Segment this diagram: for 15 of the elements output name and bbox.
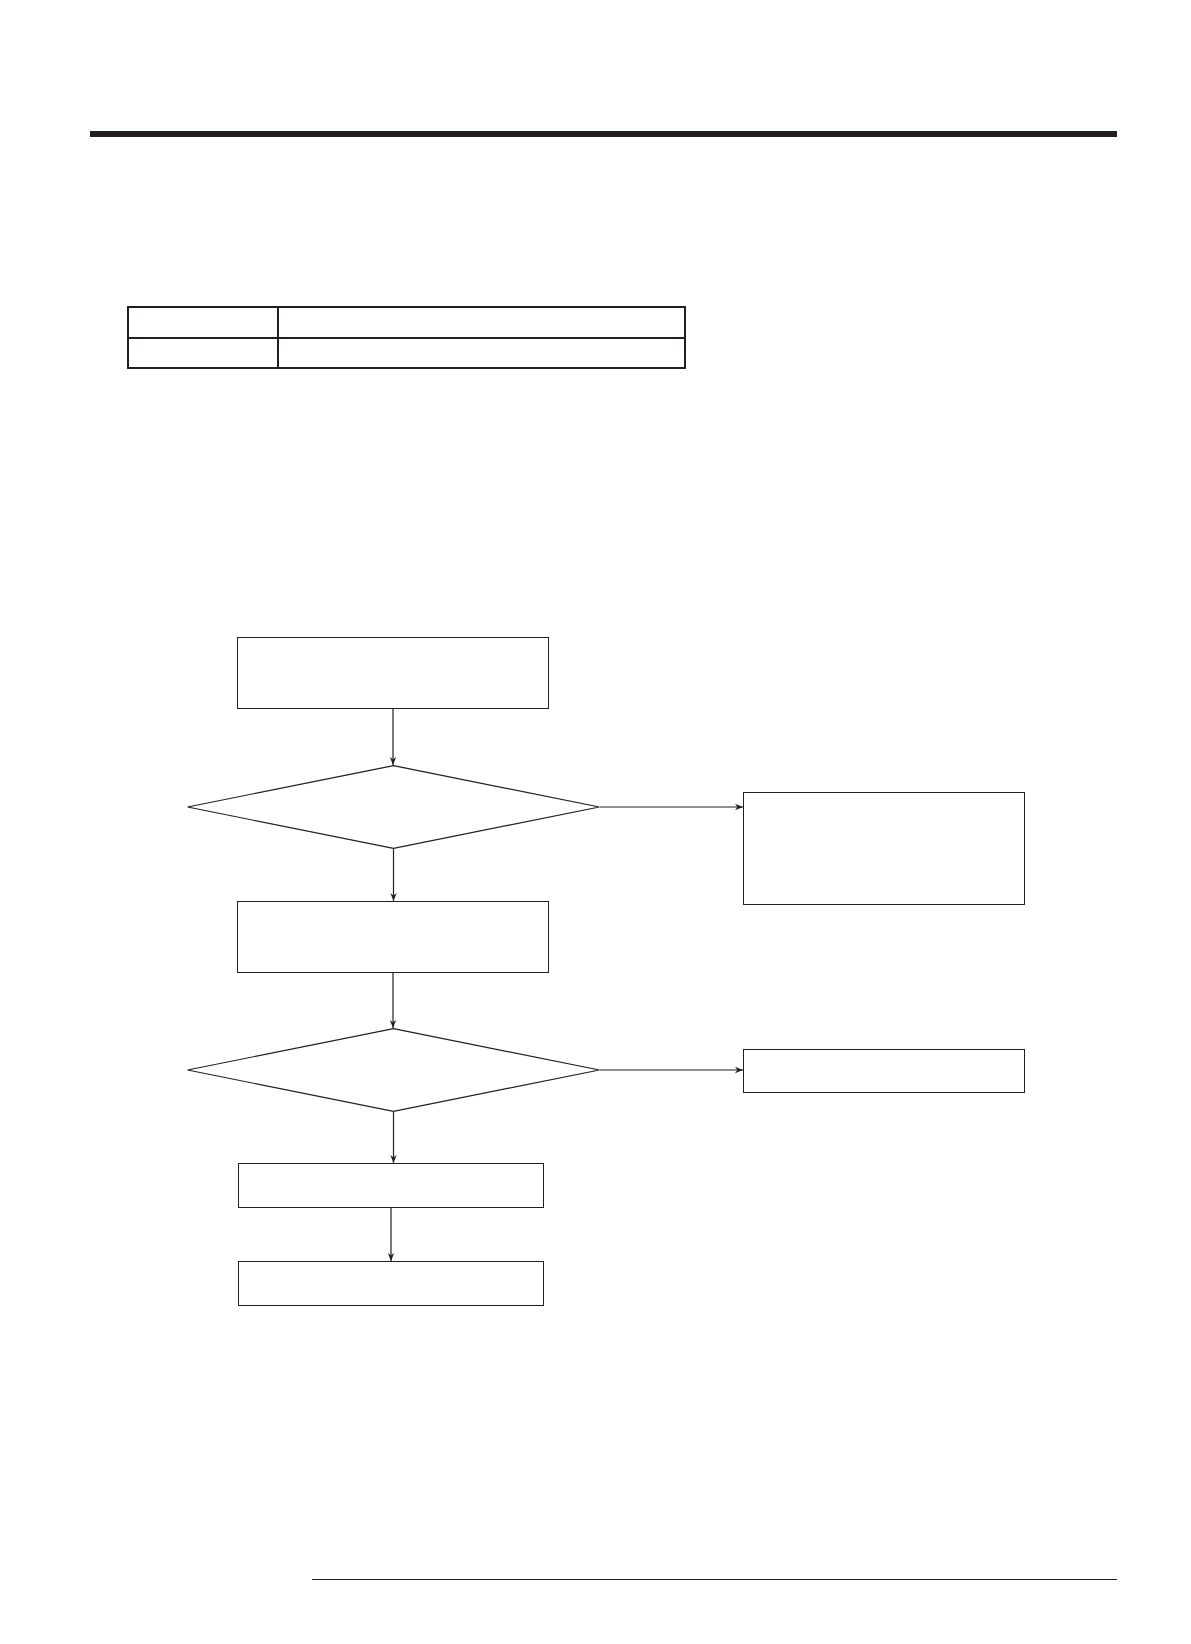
- process-box: [743, 792, 1025, 905]
- arrow: [387, 1207, 395, 1262]
- arrow: [599, 1066, 744, 1074]
- decision-diamond: [187, 765, 600, 849]
- process-box: [237, 901, 549, 973]
- process-box: [743, 1049, 1025, 1093]
- arrow: [390, 1111, 397, 1164]
- arrow: [390, 848, 397, 902]
- arrow: [599, 803, 744, 811]
- arrow: [389, 708, 397, 766]
- process-box: [238, 1261, 544, 1306]
- decision-diamond: [187, 1028, 600, 1112]
- process-box: [238, 1163, 544, 1208]
- arrow: [389, 972, 397, 1029]
- process-box: [237, 637, 549, 709]
